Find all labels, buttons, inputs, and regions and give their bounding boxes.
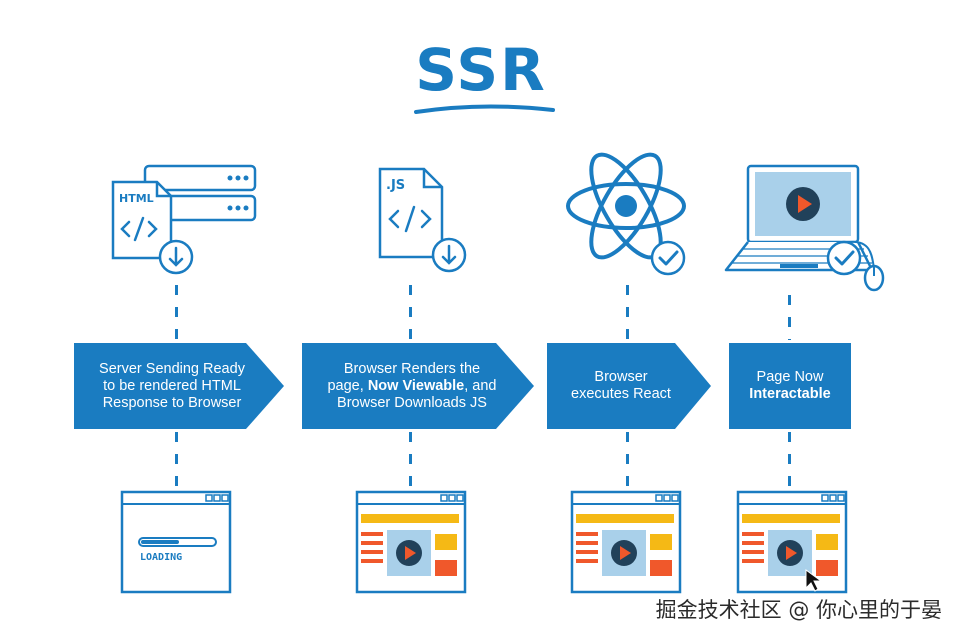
viewable-page-window-1: [355, 490, 467, 594]
stage-2-text: Browser Renders the page, Now Viewable, …: [314, 343, 510, 429]
stage-1-line-2: to be rendered HTML: [103, 377, 241, 394]
connector-4-bottom: [788, 432, 791, 487]
connector-4-top: [788, 295, 791, 340]
stage-2-line-2-post: , and: [464, 377, 497, 394]
stage-4-text: Page Now Interactable: [729, 343, 851, 429]
connector-1-bottom: [175, 432, 178, 487]
mouse-cursor-icon: [805, 569, 823, 592]
stage-1-text: Server Sending Ready to be rendered HTML…: [84, 343, 260, 429]
js-file-label: .JS: [386, 178, 405, 193]
stage-2-line-2-pre: page,: [327, 377, 368, 394]
stage-2-line-2-bold: Now Viewable: [367, 377, 465, 394]
stage-1-line-1: Server Sending Ready: [99, 360, 245, 377]
stage-2-line-3: Browser Downloads JS: [337, 394, 487, 411]
stage-2-line-1: Browser Renders the: [343, 360, 481, 377]
stage-2-arrow: [302, 343, 534, 429]
laptop-icon: [724, 164, 885, 292]
stage-2-line-2: page, Now Viewable, and: [327, 378, 496, 395]
stage-3-line-2: executes React: [571, 386, 671, 402]
title-underline: [414, 104, 555, 114]
interactable-page-window: [736, 490, 848, 594]
html-file-label: HTML: [119, 192, 154, 205]
js-file-icon: .JS: [378, 167, 467, 273]
stage-4-box: [729, 343, 851, 429]
stage-3-line-1: Browser: [594, 369, 648, 385]
connector-2-bottom: [409, 432, 412, 487]
stage-1-arrow: [74, 343, 284, 429]
loading-label: LOADING: [140, 552, 182, 563]
connector-2-top: [409, 285, 412, 340]
stage-3-text: Browser executes React: [555, 343, 687, 429]
loading-browser-window: LOADING: [120, 490, 232, 594]
diagram-title: SSR: [415, 36, 547, 104]
connector-3-bottom: [626, 432, 629, 487]
stage-4-line-1: Page Now: [756, 369, 824, 385]
server-html-icon: HTML: [111, 164, 257, 275]
react-atom-icon: [566, 152, 686, 276]
connector-1-top: [175, 285, 178, 340]
viewable-page-window-2: [570, 490, 682, 594]
watermark: 掘金技术社区 @ 你心里的于晏: [655, 598, 942, 622]
connector-3-top: [626, 285, 629, 340]
stage-4-line-2: Interactable: [749, 386, 831, 402]
stage-1-line-3: Response to Browser: [102, 394, 242, 411]
stage-3-arrow: [547, 343, 711, 429]
